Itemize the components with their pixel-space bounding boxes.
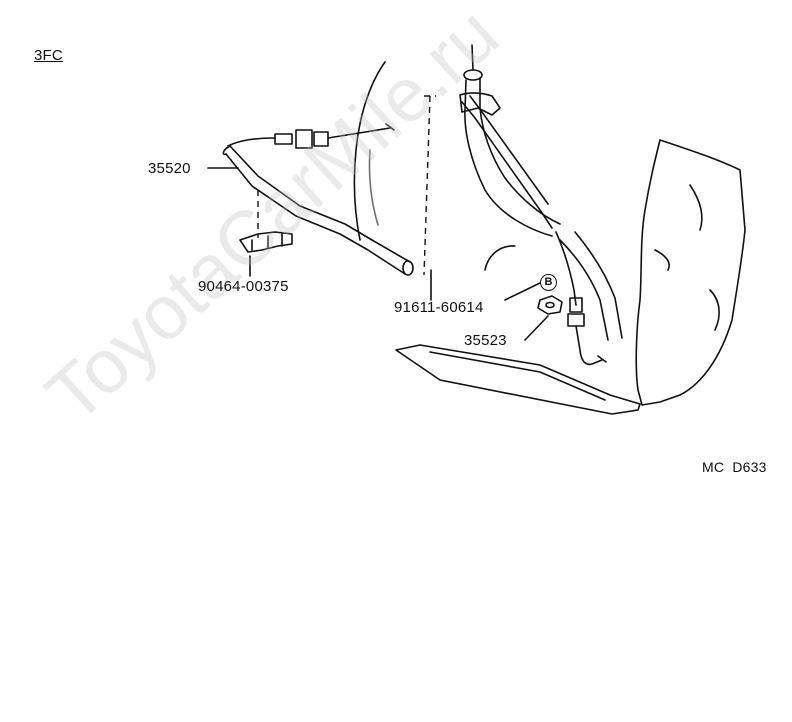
lower-fitting — [569, 297, 583, 313]
housing-outline-inner — [368, 149, 379, 226]
cable-top-fitting-1 — [274, 133, 293, 145]
oil-pan-outline — [395, 344, 641, 415]
bracket-part — [537, 295, 563, 315]
transmission-body — [635, 139, 746, 406]
engine-cable-upper-2 — [469, 95, 549, 205]
dipstick-tube-right — [479, 77, 561, 225]
part-number-35520: 35520 — [148, 160, 191, 177]
dashed-bolt-line — [423, 95, 431, 276]
section-code: 3FC — [34, 47, 63, 64]
dipstick-lower-right — [574, 231, 623, 339]
dipstick-rod — [471, 44, 474, 71]
engine-arc — [484, 245, 516, 271]
transmission-detail-2 — [709, 289, 720, 331]
lower-cable-end — [575, 325, 603, 366]
transmission-detail-3 — [654, 249, 670, 271]
callout-marker-b: B — [540, 274, 557, 291]
leader-bolt — [504, 282, 541, 301]
dipstick-tube-left — [464, 79, 553, 237]
lower-cable-tip — [597, 355, 607, 363]
leader-bracket — [524, 315, 549, 341]
dipstick-cap — [463, 69, 483, 81]
transmission-detail-1 — [689, 184, 703, 231]
bracket-hole — [545, 301, 555, 309]
part-number-90464-00375: 90464-00375 — [198, 278, 289, 295]
clip-part-detail — [251, 233, 283, 251]
diagram-code: MC D633 — [702, 459, 767, 475]
oil-pan-inner — [429, 351, 606, 401]
cable-top-fitting-2 — [295, 129, 313, 149]
cable-wire-tip — [385, 123, 395, 131]
main-cable-bend — [222, 145, 231, 156]
cable-inner-wire — [327, 127, 391, 139]
main-cable-upper-line — [229, 145, 411, 263]
housing-outline — [353, 61, 386, 241]
part-number-35523: 35523 — [464, 332, 507, 349]
dipstick-lower-left — [559, 239, 609, 341]
main-cable-lower-line — [225, 153, 406, 275]
main-cable-end — [402, 260, 414, 276]
clip-part — [239, 231, 293, 253]
main-cable-top — [227, 137, 276, 147]
lower-fitting-2 — [567, 313, 585, 327]
cable-top-fitting-3 — [313, 131, 329, 147]
engine-cable-lower — [555, 231, 577, 306]
part-number-91611-60614: 91611-60614 — [394, 299, 484, 316]
dipstick-clamp — [459, 92, 501, 116]
engine-cable-upper — [461, 101, 553, 229]
